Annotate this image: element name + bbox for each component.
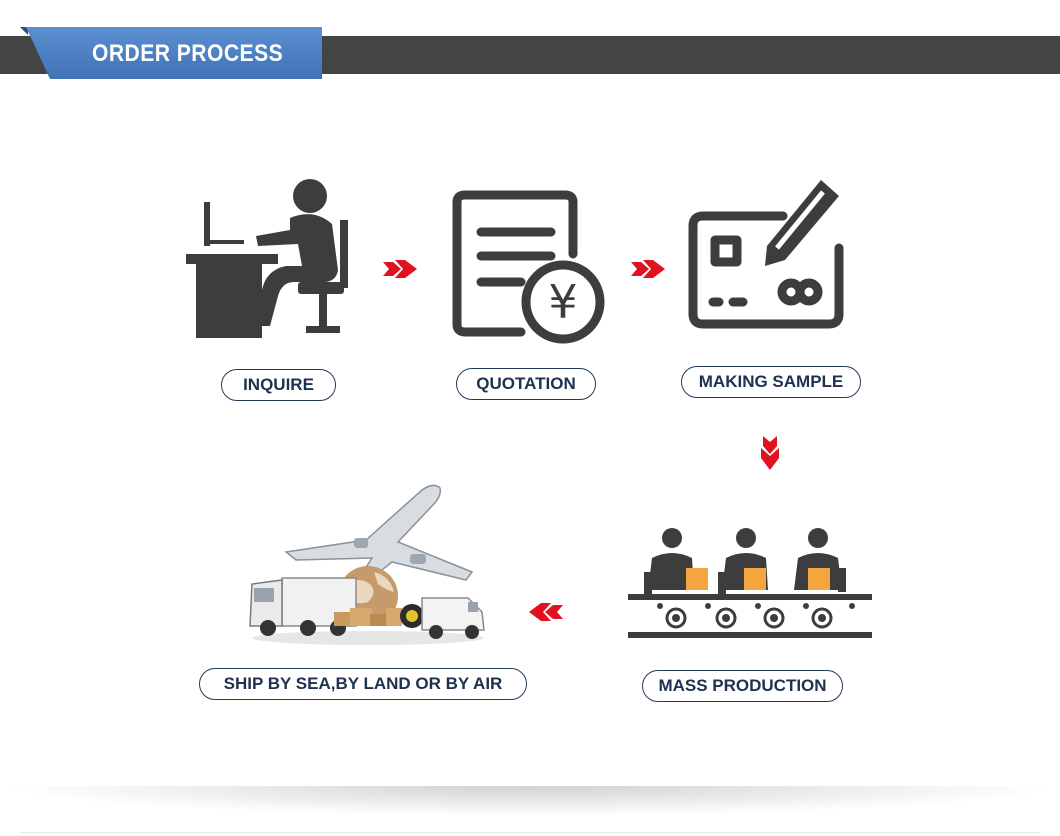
footer-divider (20, 832, 1040, 833)
footer-shadow (0, 786, 1060, 816)
header-tab (26, 27, 322, 79)
assembly-line-icon (628, 528, 872, 638)
step-label-making-sample: MAKING SAMPLE (681, 366, 861, 398)
quotation-document-icon: ¥ (452, 190, 605, 344)
step-label-inquire: INQUIRE (221, 369, 336, 401)
step-label-quotation: QUOTATION (456, 368, 596, 400)
step-label-ship: SHIP BY SEA,BY LAND OR BY AIR (199, 668, 527, 700)
card-and-pen-icon (688, 180, 844, 329)
arrow-down-icon (761, 436, 779, 470)
shipping-logistics-icon (249, 484, 485, 645)
section-title: ORDER PROCESS (92, 40, 284, 67)
arrow-right-icon (631, 260, 665, 278)
arrow-right-icon (383, 260, 417, 278)
person-at-computer-icon (186, 179, 348, 338)
header-tab-fold (20, 27, 28, 35)
step-label-mass-production: MASS PRODUCTION (642, 670, 843, 702)
arrow-left-icon (529, 603, 563, 621)
yen-symbol: ¥ (548, 275, 577, 329)
